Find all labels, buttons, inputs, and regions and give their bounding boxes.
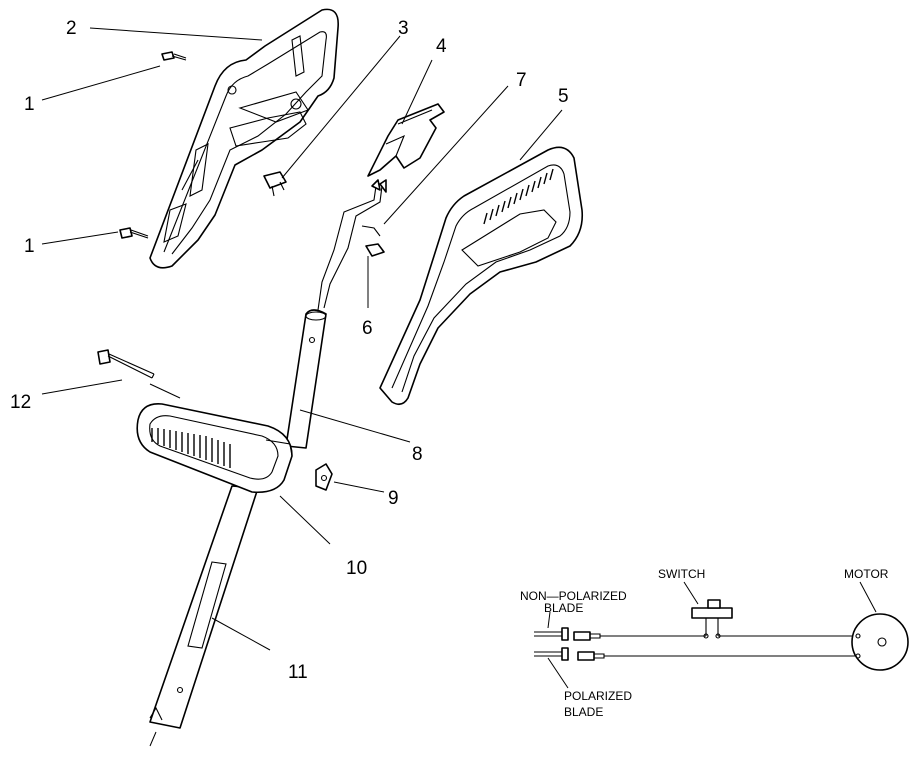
polarized-label-2: BLADE	[564, 705, 603, 719]
callout-12: 12	[10, 392, 31, 413]
part-1-screw-bottom	[119, 227, 149, 239]
part-12-screw-long	[97, 349, 155, 379]
callout-5: 5	[558, 86, 569, 107]
callout-11: 11	[288, 662, 308, 683]
wiring-schematic: SWITCH MOTOR NON—POLARIZED BLADE POLARIZ…	[520, 567, 909, 719]
part-11-lower-tube	[149, 485, 259, 729]
callout-9: 9	[388, 488, 399, 509]
callout-4: 4	[436, 36, 447, 57]
non-polarized-label-2: BLADE	[544, 601, 583, 615]
part-1-screw-top	[161, 51, 187, 61]
part-7-wire-leads	[317, 179, 387, 311]
callout-1-top: 1	[24, 94, 35, 115]
leader-lines	[41, 27, 563, 747]
part-9-clip	[315, 463, 333, 491]
callout-2: 2	[66, 18, 77, 39]
part-3-connector	[263, 171, 287, 197]
part-4-trigger	[367, 103, 445, 177]
aux-grip-hatching	[151, 428, 231, 468]
grip-hatching	[483, 168, 554, 225]
callout-7: 7	[516, 70, 527, 91]
callout-6: 6	[362, 318, 373, 339]
part-10-auxiliary-handle	[136, 403, 293, 494]
part-2-handle-half	[149, 8, 339, 269]
part-8-upper-tube	[285, 309, 327, 449]
callout-1-bottom: 1	[24, 236, 35, 257]
non-polarized-label-1: NON—POLARIZED	[520, 589, 627, 603]
callout-8: 8	[412, 444, 423, 465]
switch-label: SWITCH	[658, 567, 705, 581]
callout-3: 3	[398, 18, 409, 39]
part-5-handle-grip	[379, 146, 584, 406]
polarized-label-1: POLARIZED	[564, 689, 632, 703]
motor-label: MOTOR	[844, 567, 889, 581]
callout-10: 10	[346, 558, 367, 579]
callout-numbers: 2 1 1 3 4 7 5 6 12 8 9 10 11	[10, 18, 569, 683]
